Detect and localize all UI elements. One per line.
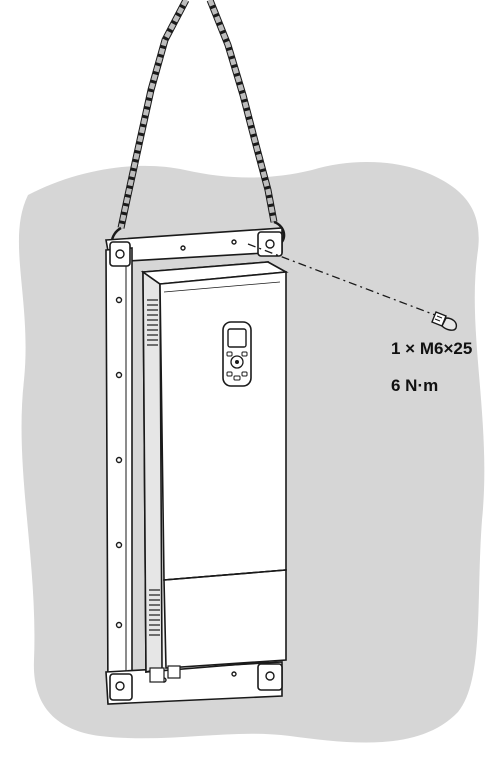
screw-spec-label: 1 × M6×25	[391, 339, 473, 358]
torque-label: 6 N·m	[391, 376, 439, 395]
lifting-chain-icon	[110, 0, 286, 254]
control-panel-icon	[222, 321, 252, 387]
screw-icon	[431, 311, 458, 331]
vent-slots	[147, 299, 160, 636]
frame-holes	[115, 239, 275, 691]
drive-unit	[140, 261, 289, 683]
